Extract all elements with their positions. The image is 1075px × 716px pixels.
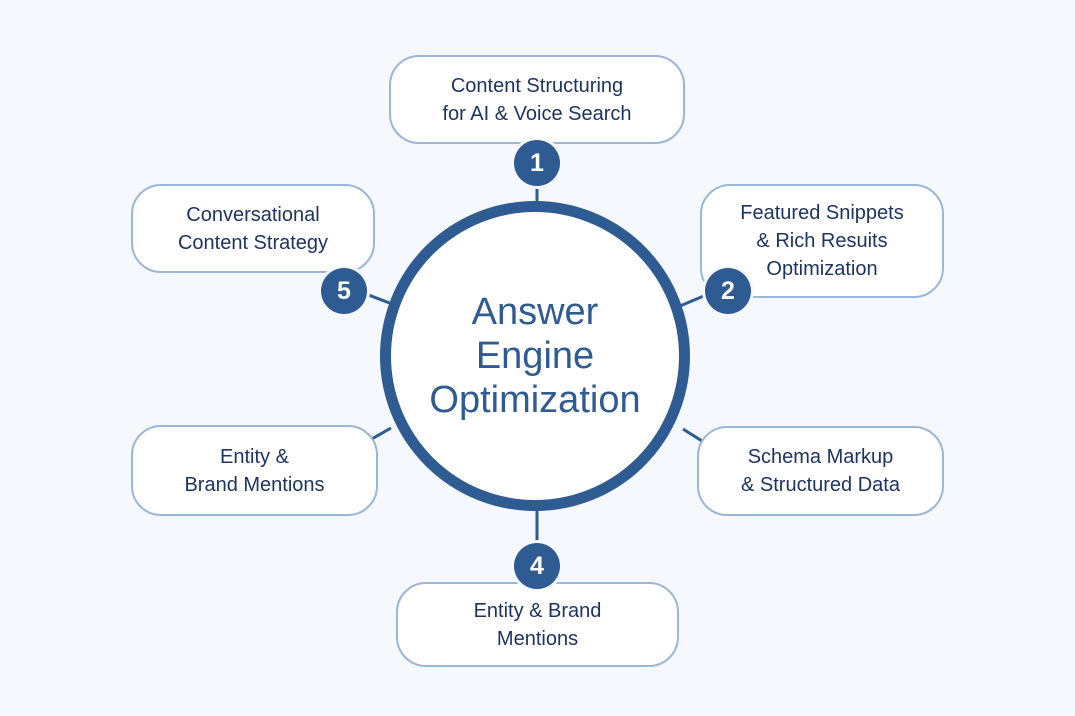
- node-conversational-content: Conversational Content Strategy: [131, 184, 375, 273]
- node-schema-markup: Schema Markup & Structured Data: [697, 426, 944, 516]
- node-label: Entity & Brand Mentions: [473, 599, 602, 650]
- number-badge-4: 4: [514, 543, 560, 589]
- connector-2: [679, 293, 707, 308]
- center-hub: Answer Engine Optimization: [380, 201, 690, 511]
- node-content-structuring: Content Structuring for AI & Voice Searc…: [389, 55, 685, 144]
- node-entity-brand-bottom: Entity & Brand Mentions: [396, 582, 679, 667]
- number-badge-5: 5: [321, 268, 367, 314]
- node-entity-brand-left: Entity & Brand Mentions: [131, 425, 378, 516]
- connector-6: [369, 426, 392, 442]
- number-badge-2: 2: [705, 268, 751, 314]
- node-label: Content Structuring for AI & Voice Searc…: [442, 74, 632, 125]
- center-title: Answer Engine Optimization: [429, 291, 641, 421]
- connector-5: [365, 292, 393, 306]
- node-featured-snippets: Featured Snippets & Rich Resuits Optimiz…: [700, 184, 944, 298]
- connector-3: [682, 427, 703, 443]
- node-label: Featured Snippets & Rich Resuits Optimiz…: [740, 202, 904, 280]
- node-label: Entity & Brand Mentions: [184, 445, 325, 496]
- node-label: Schema Markup & Structured Data: [741, 446, 900, 496]
- number-badge-1: 1: [514, 140, 560, 186]
- node-label: Conversational Content Strategy: [177, 203, 329, 254]
